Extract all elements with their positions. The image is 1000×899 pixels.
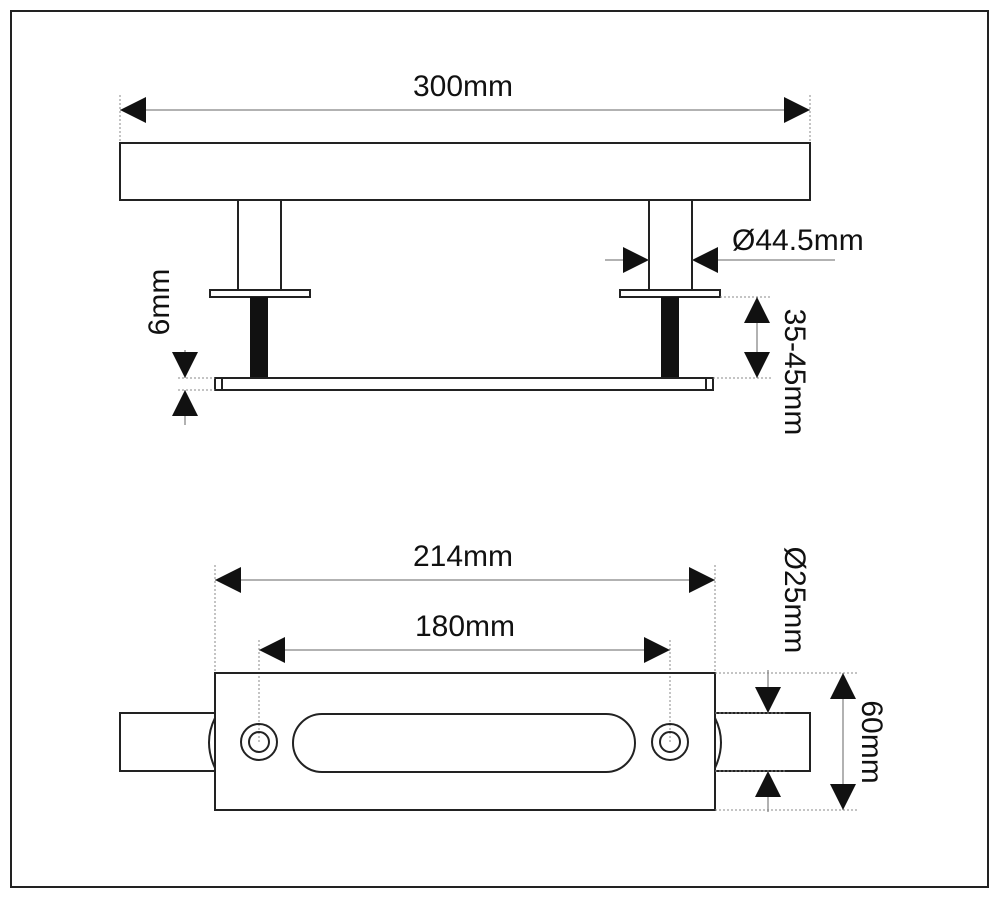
plate-width-label: 60mm xyxy=(855,700,888,783)
right-screw-hole xyxy=(651,723,689,761)
bottom-view: 214mm 180mm Ø25mm 60mm xyxy=(119,540,888,812)
door-thickness-label: 35-45mm xyxy=(778,309,811,436)
mounting-plate xyxy=(214,672,716,811)
hole-spacing-label: 180mm xyxy=(415,610,515,643)
right-screw xyxy=(661,297,679,378)
handle-bar xyxy=(119,142,811,201)
left-screw-hole xyxy=(240,723,278,761)
left-screw xyxy=(250,297,268,378)
diameter-label: Ø44.5mm xyxy=(732,224,864,257)
top-view: 300mm Ø44.5mm 6mm 35-45mm xyxy=(119,70,864,436)
bar-diameter-label: Ø25mm xyxy=(778,547,811,654)
plate-length-label: 214mm xyxy=(413,540,513,573)
plate-thickness-label: 6mm xyxy=(143,269,176,336)
plate-slot xyxy=(292,713,636,773)
drawing-border xyxy=(10,10,989,888)
length-label: 300mm xyxy=(413,70,513,103)
back-plate xyxy=(214,377,714,391)
